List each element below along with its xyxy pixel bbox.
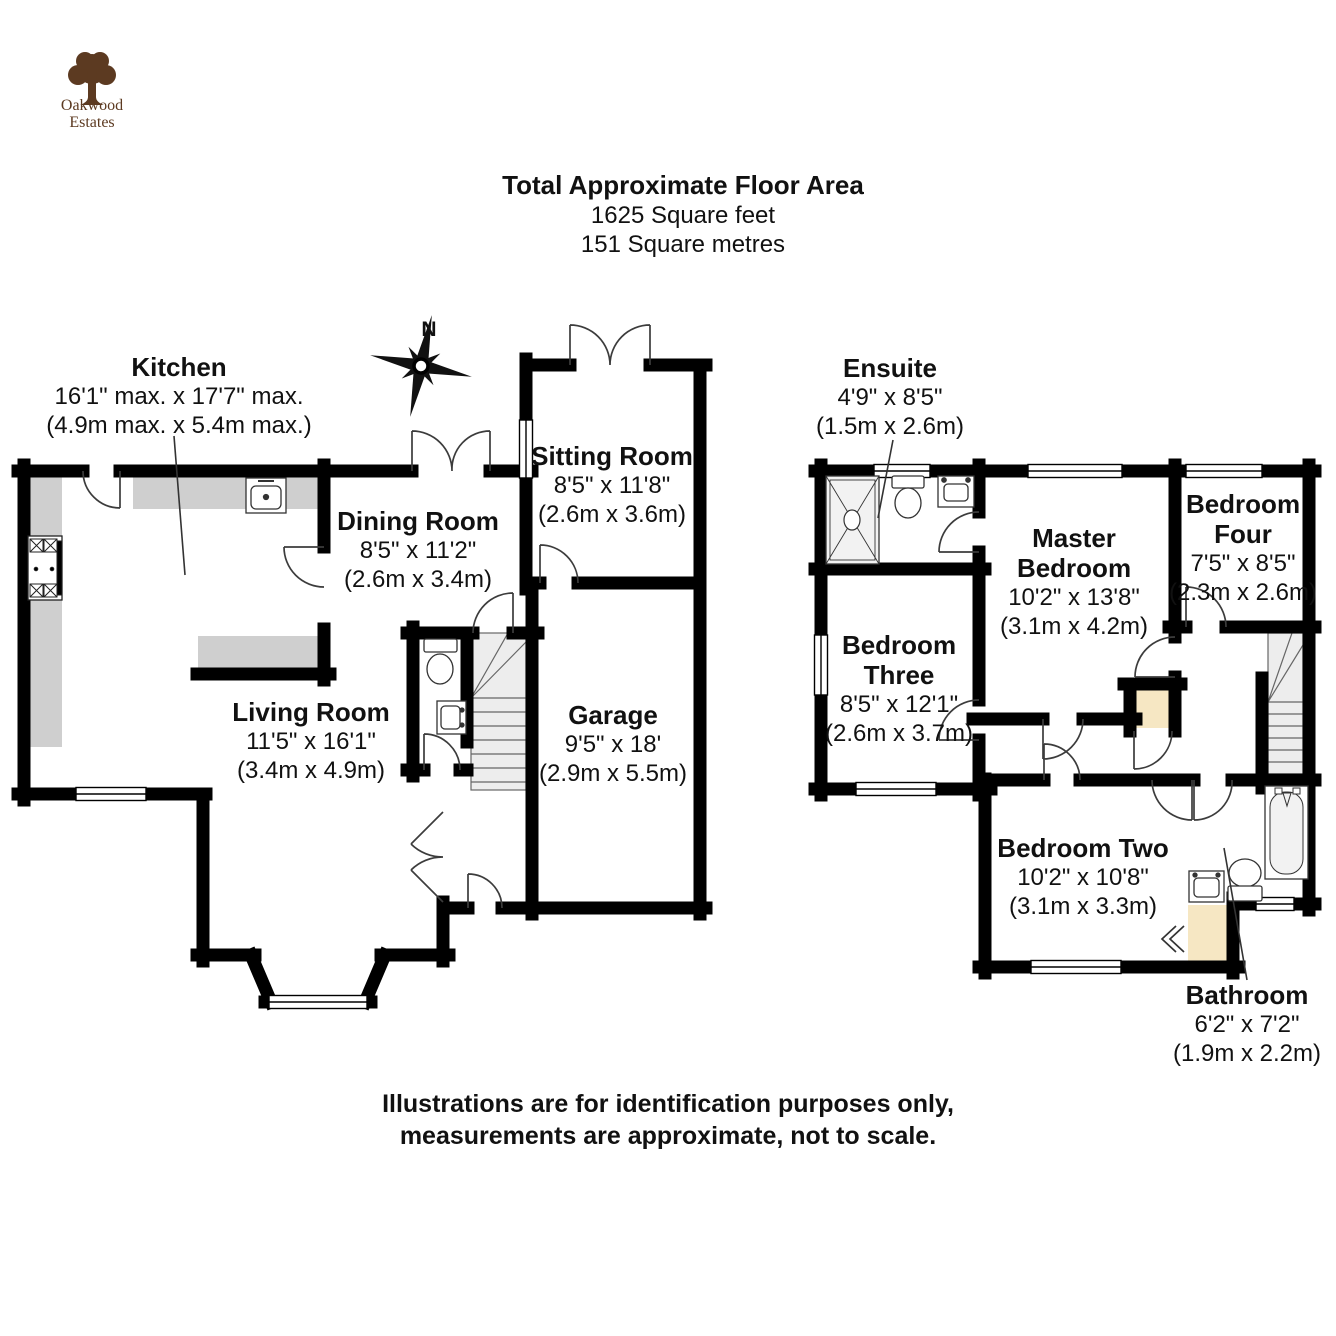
kitchen-sink-icon	[245, 477, 287, 514]
ensuite-basin-icon	[937, 475, 975, 508]
first-floor-door-arcs	[938, 511, 1233, 821]
first-floor-stairs	[1267, 632, 1304, 781]
ground-door-arcs	[82, 324, 651, 909]
ensuite-leader-line	[877, 439, 894, 519]
compass-rose-icon: N	[370, 315, 472, 417]
room-label-master-bedroom: Master Bedroom 10'2" x 13'8" (3.1m x 4.2…	[999, 523, 1149, 640]
ground-windows	[75, 419, 534, 1010]
logo-wordmark: Oakwood Estates	[61, 97, 123, 131]
compass-north-label: N	[421, 318, 436, 341]
bath-tub-icon	[1264, 785, 1309, 880]
disclaimer-line1: Illustrations are for identification pur…	[382, 1090, 954, 1118]
ground-walls	[11, 352, 713, 1011]
bathroom-basin-icon	[1188, 870, 1225, 903]
ensuite-shower-icon	[825, 475, 880, 565]
disclaimer-line2: measurements are approximate, not to sca…	[399, 1122, 937, 1150]
cloakroom-basin-icon	[436, 700, 467, 735]
ensuite-toilet-icon	[891, 475, 925, 519]
wardrobe-door-chevron-icon	[1160, 925, 1185, 953]
room-label-sitting: Sitting Room 8'5" x 11'8" (2.6m x 3.6m)	[531, 441, 693, 528]
bathroom-leader-line	[1223, 847, 1248, 981]
ground-stairs	[470, 632, 527, 791]
room-label-dining: Dining Room 8'5" x 11'2" (2.6m x 3.4m)	[337, 506, 499, 593]
kitchen-leader-line	[173, 435, 186, 576]
oakwood-tree-logo-icon	[68, 52, 116, 105]
area-feet: 1625 Square feet	[590, 202, 776, 229]
logo-line2: Estates	[69, 114, 115, 131]
area-metres: 151 Square metres	[580, 231, 786, 258]
cloakroom-toilet-icon	[423, 638, 458, 685]
first-floor-plan	[808, 439, 1322, 981]
page-title: Total Approximate Floor Area	[502, 170, 864, 200]
bathroom-toilet-icon	[1227, 858, 1263, 902]
logo-line1: Oakwood	[60, 97, 124, 114]
room-label-living: Living Room 11'5" x 16'1" (3.4m x 4.9m)	[232, 697, 390, 784]
room-label-bedroom-four: Bedroom Four 7'5" x 8'5" (2.3m x 2.6m)	[1168, 489, 1318, 606]
bedroom-two-wardrobe	[1188, 905, 1227, 961]
disclaimer: Illustrations are for identification pur…	[382, 1088, 954, 1152]
room-label-bedroom-three: Bedroom Three 8'5" x 12'1" (2.6m x 3.7m)	[824, 630, 974, 747]
room-label-garage: Garage 9'5" x 18' (2.9m x 5.5m)	[538, 700, 688, 787]
ground-floor-plan	[11, 324, 713, 1011]
room-label-bedroom-two: Bedroom Two 10'2" x 10'8" (3.1m x 3.3m)	[997, 833, 1169, 920]
first-floor-walls	[808, 458, 1322, 980]
first-floor-windows	[813, 463, 1295, 975]
kitchen-counters	[30, 477, 324, 747]
room-label-kitchen: Kitchen 16'1" max. x 17'7" max. (4.9m ma…	[46, 352, 312, 439]
floor-area-header: Total Approximate Floor Area 1625 Square…	[502, 170, 864, 259]
room-label-ensuite: Ensuite 4'9" x 8'5" (1.5m x 2.6m)	[815, 353, 965, 440]
stove-hob-icon	[27, 535, 63, 601]
room-label-bathroom: Bathroom 6'2" x 7'2" (1.9m x 2.2m)	[1172, 980, 1322, 1067]
